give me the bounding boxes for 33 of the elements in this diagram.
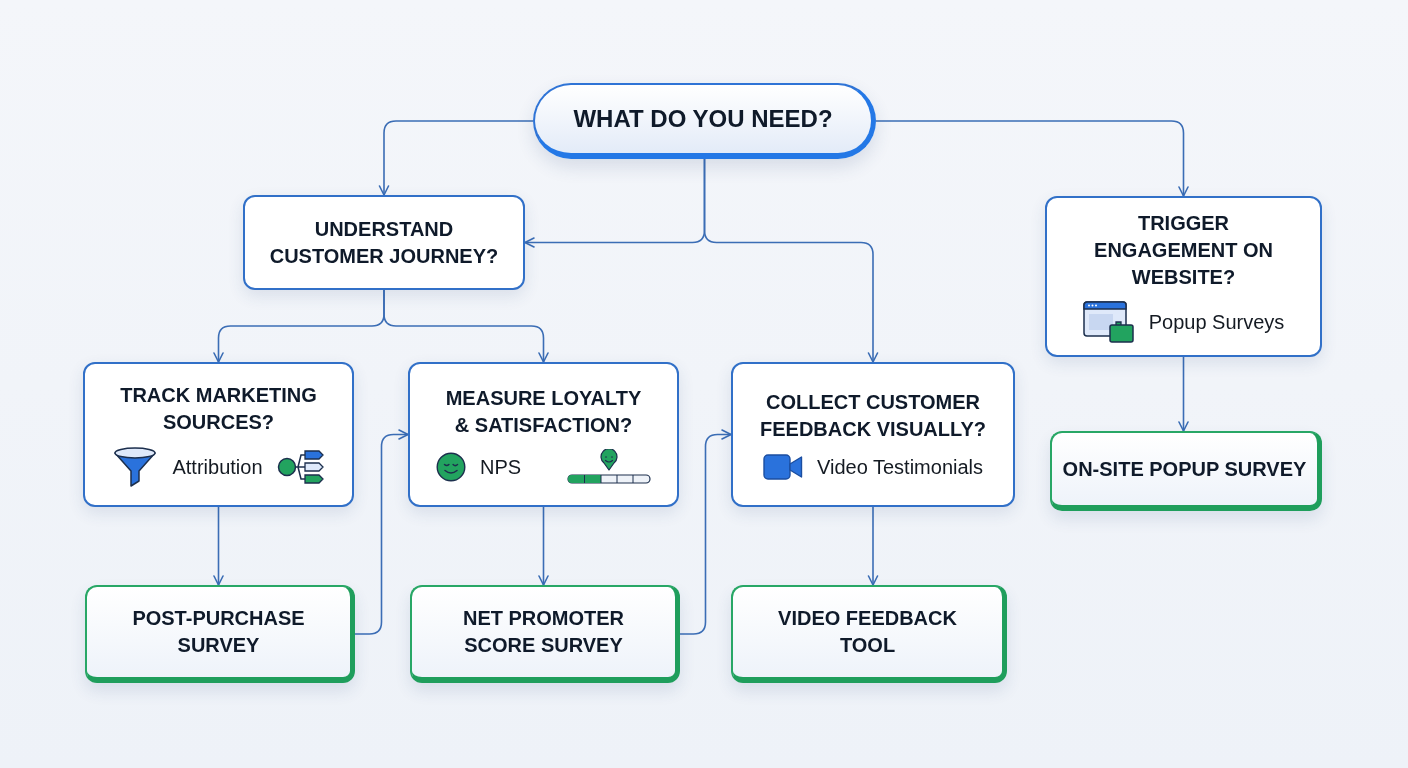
heading-text: VIDEO FEEDBACK TOOL (777, 606, 958, 658)
decision-box (731, 362, 1015, 507)
heading-text: COLLECT CUSTOMER FEEDBACK VISUALLY? (759, 389, 987, 442)
option-text: Popup Surveys (1148, 310, 1285, 334)
connector-arrow (383, 289, 549, 363)
result-box (731, 585, 1007, 683)
decision-box (83, 362, 354, 507)
result-box (85, 585, 355, 683)
connector-arrow (538, 506, 549, 586)
connector-arrow (378, 120, 534, 196)
connector-arrow (867, 506, 879, 586)
heading-text: WHAT DO YOU NEED? (573, 104, 833, 134)
connector-arrow (354, 429, 409, 635)
connector-arrow (679, 429, 732, 635)
heading-text: UNDERSTAND CUSTOMER JOURNEY? (268, 216, 500, 269)
option-text: NPS (480, 454, 522, 479)
option-text: Video Testimonials (817, 454, 983, 479)
heading-text: NET PROMOTER SCORE SURVEY (461, 606, 626, 658)
heading-text: ON-SITE POPUP SURVEY (1062, 456, 1307, 482)
connector-arrow (875, 120, 1189, 197)
connector-arrow (1178, 356, 1189, 432)
decision-box (1045, 196, 1322, 357)
option-text: Attribution (172, 454, 263, 479)
heading-text: TRACK MARKETING SOURCES? (119, 382, 318, 435)
result-box (410, 585, 680, 683)
decision-box (408, 362, 679, 507)
heading-text: TRIGGER ENGAGEMENT ON WEBSITE? (1093, 211, 1274, 290)
heading-text: MEASURE LOYALTY & SATISFACTION? (444, 385, 643, 438)
decision-box (243, 195, 525, 290)
connector-arrow (703, 158, 879, 363)
heading-text: POST-PURCHASE SURVEY (131, 606, 306, 658)
result-box (1050, 431, 1322, 511)
connector-arrow (213, 506, 224, 586)
